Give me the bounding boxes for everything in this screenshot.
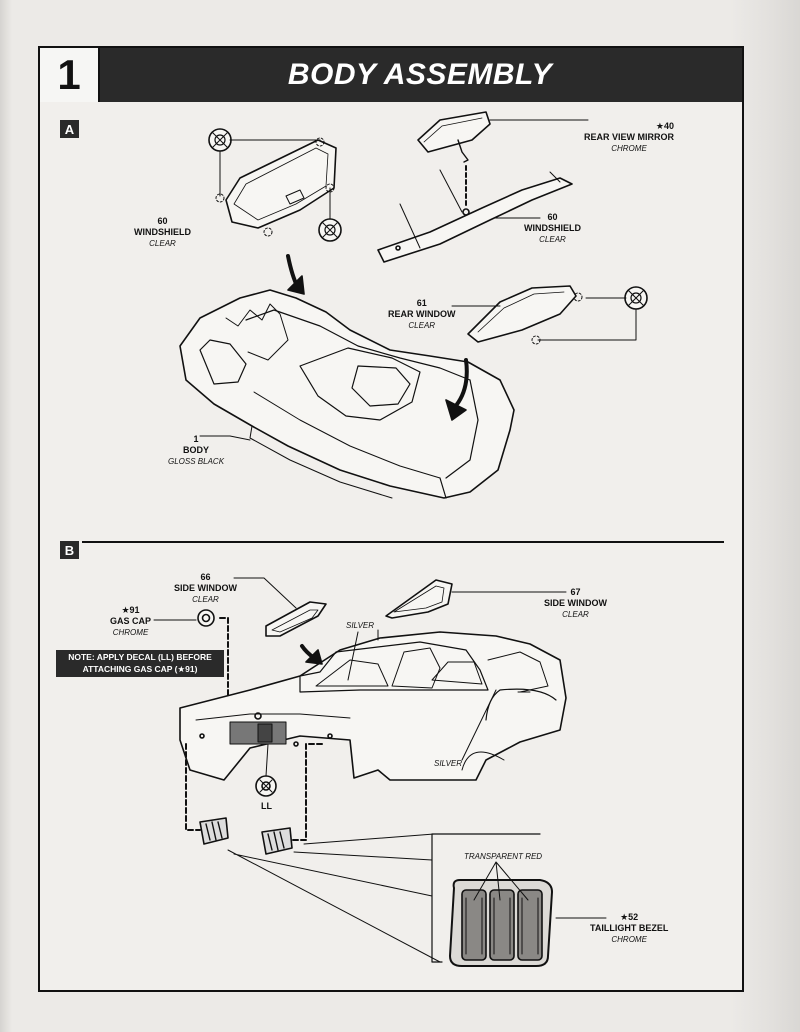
step-title: BODY ASSEMBLY	[287, 58, 553, 91]
taillight-bezel-icon	[449, 861, 607, 967]
side-window-icon	[233, 577, 327, 637]
taillight-icon	[199, 817, 293, 855]
car-side-icon	[179, 631, 567, 781]
taillight-bezel-label: ★52 TAILLIGHT BEZEL CHROME	[590, 912, 669, 944]
paint-note-silver: SILVER	[346, 621, 375, 630]
windshield-part-icon	[225, 139, 337, 229]
section-b-badge: B	[60, 541, 79, 559]
step-header: 1 BODY ASSEMBLY	[40, 48, 742, 102]
instruction-frame: 1 BODY ASSEMBLY	[38, 46, 744, 992]
body-label: 1 BODY GLOSS BLACK	[168, 434, 225, 466]
car-body-icon	[179, 289, 515, 499]
windshield-frame-icon	[377, 169, 573, 263]
decal-ll-icon	[255, 743, 277, 797]
rear-view-mirror-label: ★40 REAR VIEW MIRROR CHROME	[584, 121, 674, 153]
gas-cap-label: ★91 GAS CAP CHROME	[110, 605, 152, 637]
decal-label: LL	[261, 801, 272, 811]
section-a-badge: A	[60, 120, 79, 138]
side-window-label: 67 SIDE WINDOW CLEAR	[544, 587, 607, 619]
rear-view-mirror-icon	[417, 111, 589, 207]
side-window-label: 66 SIDE WINDOW CLEAR	[174, 572, 237, 604]
side-window-icon	[385, 579, 567, 619]
paint-note-silver: SILVER	[434, 759, 463, 768]
rear-window-icon	[451, 285, 577, 343]
rear-window-label: 61 REAR WINDOW CLEAR	[388, 298, 456, 330]
clear-symbol-icon	[208, 128, 648, 341]
page-edge	[0, 0, 12, 1032]
assembly-note: NOTE: APPLY DECAL (LL) BEFORE ATTACHING …	[56, 650, 224, 677]
section-divider	[82, 541, 724, 543]
windshield-label: 60 WINDSHIELD CLEAR	[134, 216, 191, 248]
gas-cap-icon	[153, 609, 215, 627]
step-number: 1	[40, 48, 100, 102]
paint-note-transparent-red: TRANSPARENT RED	[464, 852, 543, 861]
windshield-label: 60 WINDSHIELD CLEAR	[524, 212, 581, 244]
